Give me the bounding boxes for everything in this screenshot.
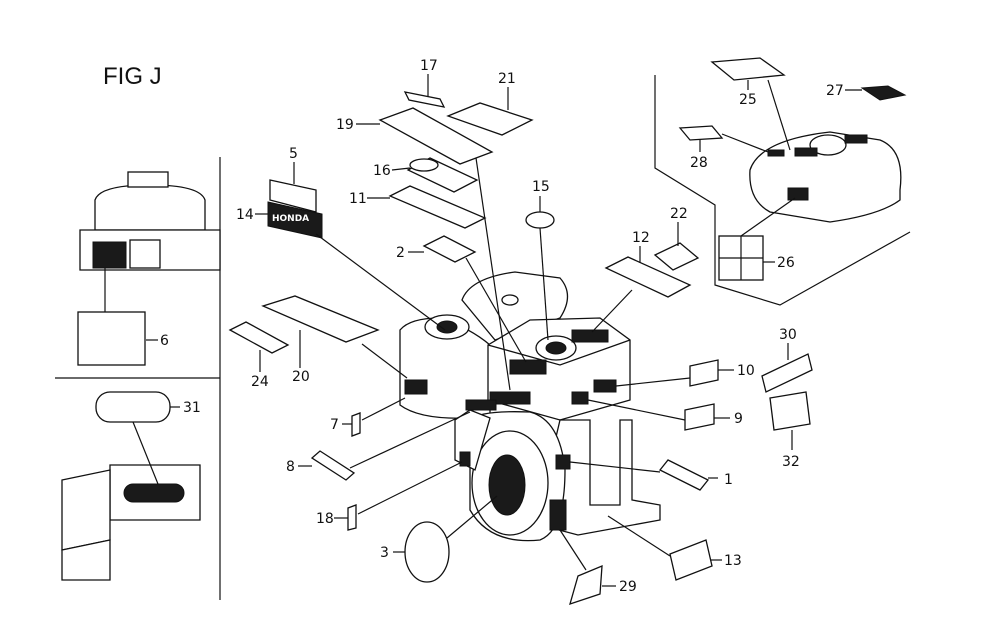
decal-27 <box>860 85 907 101</box>
callout-13: 13 <box>724 553 742 569</box>
decal-18-location <box>459 451 471 467</box>
decal-8 <box>310 450 356 481</box>
decal-1-location <box>555 454 571 470</box>
decal-9-location <box>571 391 589 405</box>
decal-18 <box>347 504 357 531</box>
decal-12-location <box>571 329 609 343</box>
callout-8: 8 <box>286 459 295 475</box>
decal-10-location <box>593 379 617 393</box>
callout-5: 5 <box>289 146 298 162</box>
figure-title: FIG J <box>103 63 162 90</box>
callout-1: 1 <box>724 472 733 488</box>
decal-9 <box>684 403 715 431</box>
callout-9: 9 <box>734 411 743 427</box>
callout-26: 26 <box>777 255 795 271</box>
decal-26-location <box>787 187 809 201</box>
decal-19-location <box>489 391 531 405</box>
callout-17: 17 <box>420 58 438 74</box>
decal-31 <box>95 391 171 423</box>
decal-20 <box>261 295 380 343</box>
decal-17 <box>403 91 446 108</box>
decal-21 <box>446 102 534 136</box>
callout-labels: 1 2 3 5 6 7 8 9 10 11 12 13 14 15 16 17 … <box>160 58 844 595</box>
callout-2: 2 <box>396 245 405 261</box>
decal-6 <box>77 311 146 366</box>
decal-13 <box>669 539 713 581</box>
engine-body <box>399 271 661 542</box>
callout-24: 24 <box>251 374 269 390</box>
decal-8-location <box>465 399 497 411</box>
decal-29-location <box>549 499 567 531</box>
decal-31-location <box>123 483 185 503</box>
decal-1 <box>658 459 710 491</box>
muffler-inset <box>61 391 201 581</box>
callout-22: 22 <box>670 206 688 222</box>
decal-29 <box>569 564 603 606</box>
callout-11: 11 <box>349 191 367 207</box>
callout-6: 6 <box>160 333 169 349</box>
callout-3: 3 <box>380 545 389 561</box>
callout-16: 16 <box>373 163 391 179</box>
decal-19 <box>378 107 494 165</box>
decal-20-location <box>404 379 428 395</box>
decal-5 <box>269 179 317 213</box>
decal-24 <box>228 321 290 354</box>
air-cleaner-inset <box>77 171 221 366</box>
decal-7 <box>351 412 361 437</box>
callout-19: 19 <box>336 117 354 133</box>
callout-27: 27 <box>826 83 844 99</box>
callout-15: 15 <box>532 179 550 195</box>
decal-22 <box>653 242 700 271</box>
decal-27-location <box>844 134 868 144</box>
decal-2 <box>422 235 477 263</box>
fuel-tank-inset <box>654 57 911 306</box>
decal-28 <box>678 125 724 141</box>
decal-32 <box>769 391 811 431</box>
callout-25: 25 <box>739 92 757 108</box>
decal-10 <box>689 359 719 387</box>
decal-12 <box>604 256 692 298</box>
callout-21: 21 <box>498 71 516 87</box>
decal-15 <box>525 211 555 229</box>
decal-3 <box>404 521 450 583</box>
decal-30 <box>761 353 813 393</box>
exploded-decals: HONDA <box>228 74 813 606</box>
decal-6-location <box>92 241 127 269</box>
decal-28-location <box>767 149 785 157</box>
callout-32: 32 <box>782 454 800 470</box>
decal-14-brand: HONDA <box>272 214 309 224</box>
decal-25-location <box>794 147 818 157</box>
callout-18: 18 <box>316 511 334 527</box>
decal-2-location <box>509 359 547 375</box>
callout-10: 10 <box>737 363 755 379</box>
callout-30: 30 <box>779 327 797 343</box>
decal-11 <box>388 185 487 229</box>
callout-20: 20 <box>292 369 310 385</box>
decal-25 <box>710 57 786 81</box>
callout-12: 12 <box>632 230 650 246</box>
callout-31: 31 <box>183 400 201 416</box>
callout-28: 28 <box>690 155 708 171</box>
callout-29: 29 <box>619 579 637 595</box>
callout-7: 7 <box>330 417 339 433</box>
callout-14: 14 <box>236 207 254 223</box>
